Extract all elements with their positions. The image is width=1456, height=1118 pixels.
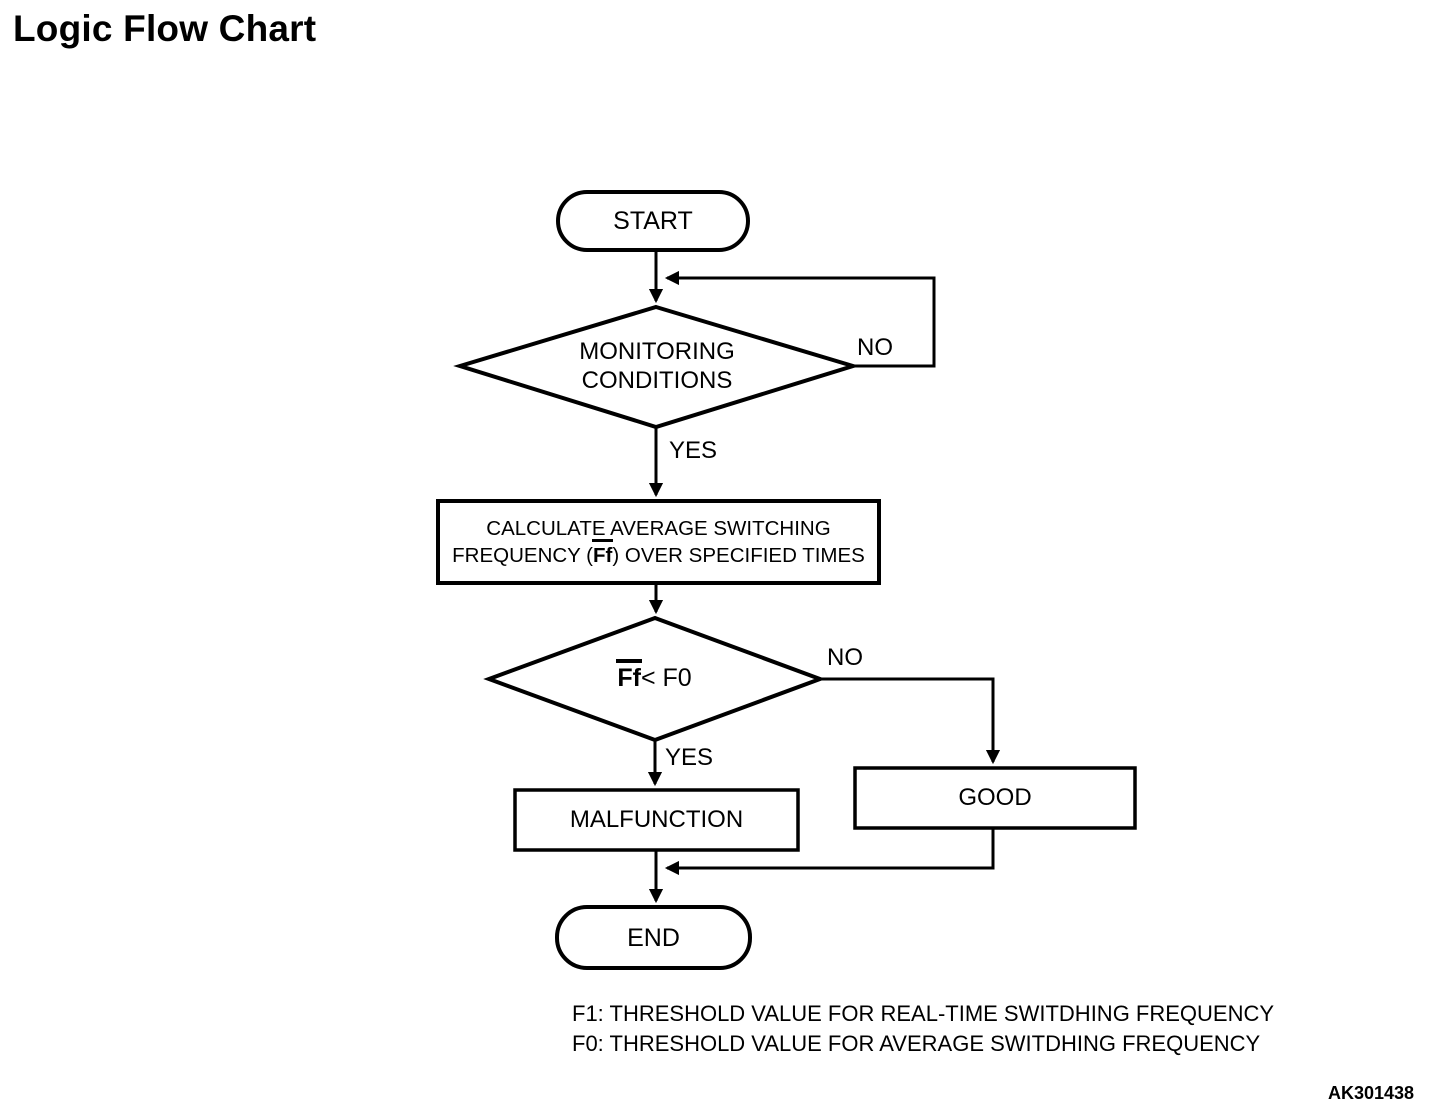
ffcheck-yes-label: YES	[665, 744, 714, 771]
legend-line-f1: F1: THRESHOLD VALUE FOR REAL-TIME SWITDH…	[572, 1001, 1275, 1026]
malfunction-process-label: MALFUNCTION	[569, 805, 744, 833]
edge-ffcheck-no-to-good	[820, 677, 1001, 765]
good-process-shape	[853, 766, 1137, 830]
ffcheck-no-label: NO	[827, 644, 863, 671]
ffcheck-decision-label: Ff < F0	[489, 620, 820, 736]
calculate-label-line1: CALCULATE AVERAGE SWITCHING	[486, 517, 831, 540]
calculate-label-line2: FREQUENCY (Ff) OVER SPECIFIED TIMES	[452, 539, 865, 569]
monitoring-decision-shape	[453, 304, 860, 430]
end-node-label: END	[627, 923, 680, 952]
calculate-process-shape	[436, 499, 881, 585]
calculate-line2-prefix: FREQUENCY (	[452, 544, 593, 567]
ff-mean-symbol: Ff	[616, 659, 642, 692]
edge-monitoring-no-loop	[664, 270, 936, 368]
legend-line-f0: F0: THRESHOLD VALUE FOR AVERAGE SWITDHIN…	[572, 1031, 1261, 1056]
calculate-line2-suffix: ) OVER SPECIFIED TIMES	[612, 544, 865, 567]
page-title: Logic Flow Chart	[13, 8, 317, 49]
monitoring-decision-label: MONITORING CONDITIONS	[579, 338, 735, 394]
ffcheck-decision-shape	[483, 615, 826, 743]
monitoring-yes-label: YES	[669, 437, 718, 464]
good-process-label: GOOD	[958, 783, 1032, 811]
ff-mean-symbol: Ff	[591, 539, 614, 567]
edge-good-to-junction	[664, 828, 995, 876]
figure-code: AK301438	[1328, 1083, 1415, 1103]
start-node-label: START	[613, 207, 693, 235]
end-node-shape	[555, 905, 752, 970]
monitoring-no-label: NO	[857, 334, 893, 361]
ffcheck-comparison-text: < F0	[640, 664, 692, 692]
threshold-legend: F1: THRESHOLD VALUE FOR REAL-TIME SWITDH…	[572, 999, 1274, 1059]
calculate-process-label: CALCULATE AVERAGE SWITCHING FREQUENCY (F…	[438, 501, 879, 583]
start-node-shape	[556, 190, 750, 252]
malfunction-process-shape	[513, 788, 800, 852]
